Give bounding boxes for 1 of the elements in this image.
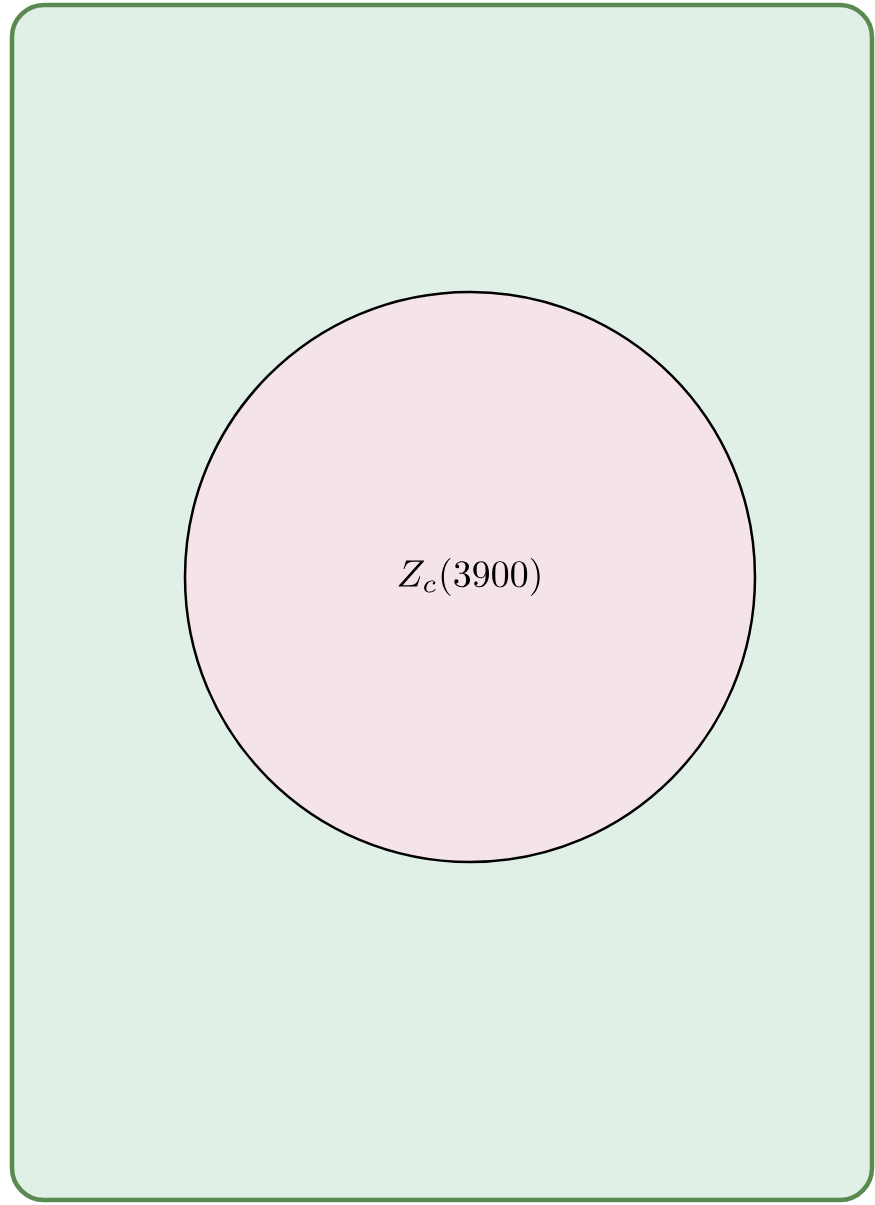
circle-node: $Z_c(3900)$ (183, 290, 757, 864)
